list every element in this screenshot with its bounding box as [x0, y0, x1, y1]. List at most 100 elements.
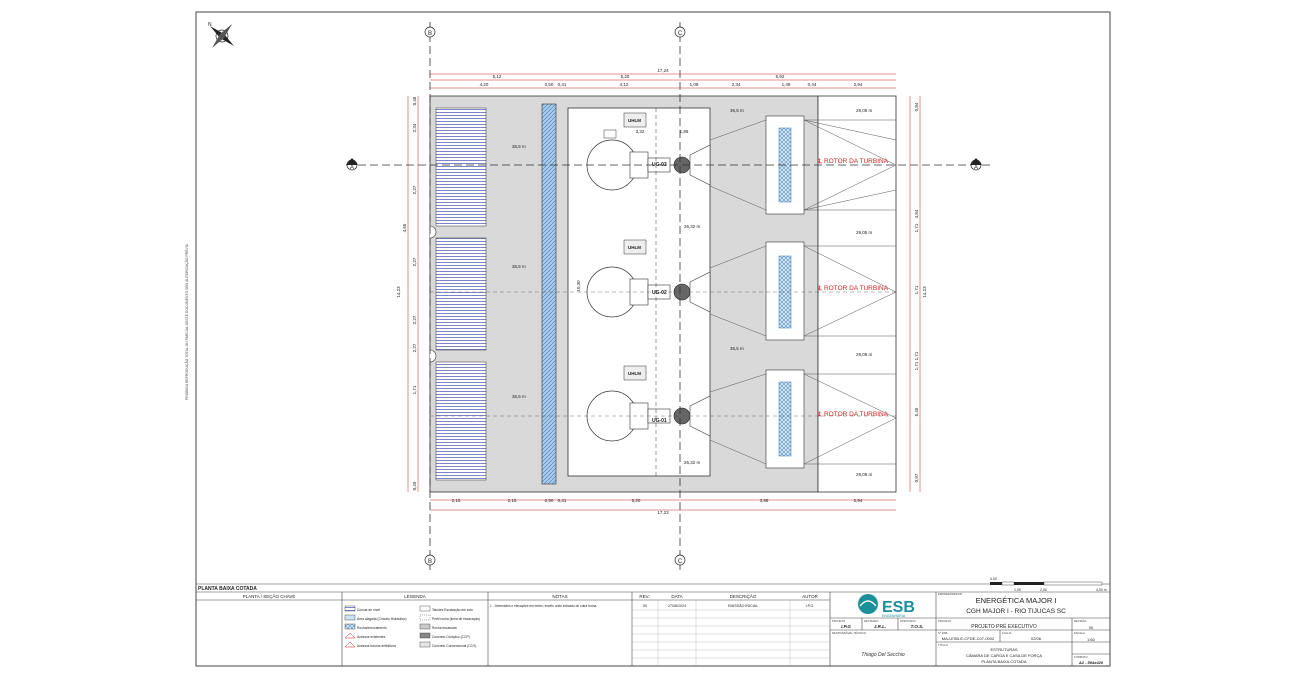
scale-tick-0: 0,00 — [990, 577, 997, 581]
dim-inner-2: 1,85 — [680, 129, 689, 134]
company-name: ESB — [882, 599, 915, 616]
dim-inner-1: 3,32 — [636, 129, 645, 134]
trash-rack — [541, 103, 557, 485]
section-marker-c-top: C — [674, 26, 686, 38]
sheet-border — [195, 11, 1111, 667]
dim-top-r2-5: 1,09 — [690, 82, 699, 87]
sign-aprovado: T.O.S. — [911, 624, 924, 629]
dim-right-6: 1,71 — [914, 361, 919, 370]
dim-left-7: 2,27 — [412, 343, 417, 352]
doc-label: Nº ESB — [938, 631, 948, 635]
legend-item-2-2: Perfil rocha (linha de escavação) — [432, 617, 480, 621]
intake-bay-1 — [435, 361, 487, 481]
dim-right-7: 5,45 — [914, 407, 919, 416]
title-line-2: CÂMARA DE CARGA E CASA DE FORÇA — [966, 653, 1042, 658]
dim-left-8: 1,71 — [412, 385, 417, 394]
section-a-label-left: A — [350, 165, 354, 171]
dim-bot-r1-4: 0,41 — [558, 498, 567, 503]
elev-tail-3: 29,05 m — [856, 352, 873, 357]
legend-item-4: Acessos existentes — [357, 635, 386, 639]
sign-revisado: J.R.L. — [874, 624, 886, 629]
legend-item-5: Acessos futuros definitivos — [357, 644, 396, 648]
dim-top-r2-9: 2,94 — [854, 82, 863, 87]
date-value: 27/08/2024 — [668, 604, 686, 608]
elev-deck-mid: 36,5 m — [730, 346, 744, 351]
sheet-label: FOLHA — [1002, 631, 1011, 635]
svg-text:N: N — [208, 22, 212, 28]
date-header: DATA — [671, 594, 682, 599]
tailrace-area — [817, 95, 897, 493]
description-header: DESCRIÇÃO — [730, 593, 757, 599]
scale-label: ESCALA — [1074, 631, 1085, 635]
dim-top-r2-4: 4,12 — [620, 82, 629, 87]
rev-header: REV.: — [639, 594, 650, 599]
uhlm-label-3: UHLM — [628, 118, 641, 123]
dim-left-1: 0,48 — [412, 96, 417, 105]
section-marker-b-bottom: B — [424, 554, 436, 566]
dim-top-r1-3: 6,92 — [776, 74, 785, 79]
dim-left-10: 14,23 — [396, 286, 401, 298]
phase-label: PROJETO — [938, 619, 952, 623]
project-name: CGH MAJOR I - RIO TIJUCAS SC — [966, 608, 1066, 615]
section-marker-a-right: A — [970, 158, 982, 171]
legend-swatches — [344, 605, 431, 648]
planta-header: PLANTA / SEÇÃO CHAVE — [243, 593, 296, 599]
client-label: EMPREENDEDOR — [938, 592, 962, 596]
side-note: PROIBIDA REPRODUÇÃO TOTAL OU PARCIAL DES… — [184, 243, 189, 400]
legend-header: LEGENDA — [404, 594, 426, 599]
dim-bot-r1-2: 2,15 — [508, 498, 517, 503]
sign-label-projeto: PROJETO — [832, 619, 846, 623]
elev-floor-upper: 26,32 m — [684, 224, 701, 229]
dim-right-5: 1,71 — [914, 351, 919, 360]
legend-item-2-1: Taludes Escavação em solo — [432, 608, 473, 612]
dim-right-4: 1,71 — [914, 285, 919, 294]
notes-header: NOTAS — [552, 594, 567, 599]
phase-value: PROJETO PRÉ EXECUTIVO — [971, 623, 1037, 630]
doc-number: MAJ-ESB-E-CFDE-C07-0002 — [942, 636, 995, 641]
dim-bot-r1-6: 3,98 — [760, 498, 769, 503]
section-marker-b-top: B — [424, 26, 436, 38]
author-header: AUTOR — [802, 594, 818, 599]
section-b-label-bottom: B — [428, 559, 432, 565]
legend-item-2-4: Concreto Ciclópico (CCP) — [432, 635, 470, 639]
section-b-label-top: B — [428, 31, 432, 37]
dim-inner-3: 10,30 — [576, 280, 581, 292]
sign-projeto: I.P.G — [841, 624, 851, 629]
elev-floor-lower: 26,32 m — [684, 460, 701, 465]
dims-top-total: 17,24 — [657, 68, 669, 73]
intake-bay-3 — [435, 107, 487, 227]
dim-top-r2-6: 2,34 — [732, 82, 741, 87]
title-label: TÍTULO — [938, 643, 949, 647]
revision-rows — [632, 600, 830, 666]
dim-right-8: 0,97 — [914, 473, 919, 482]
elev-tail-4: 29,05 m — [856, 472, 873, 477]
sign-label-revisado: REVISADO — [864, 619, 879, 623]
elev-tail-1: 29,05 m — [856, 108, 873, 113]
dim-left-2: 2,34 — [412, 123, 417, 132]
dim-top-r2-1: 4,20 — [480, 82, 489, 87]
elev-intake-1: 36,5 m — [512, 394, 526, 399]
dim-top-r2-8: 0,44 — [808, 82, 817, 87]
elev-intake-3: 36,5 m — [512, 144, 526, 149]
elev-intake-2: 36,5 m — [512, 264, 526, 269]
dim-bottom-total: 17,23 — [657, 510, 669, 515]
dim-right-2: 4,84 — [914, 209, 919, 218]
company-sub: ENGENHARIA — [882, 614, 906, 618]
scale-bar: 0,00 1,00 2,00 4,00 m — [990, 577, 1107, 592]
legend-item-2-5: Concreto Convencional (CCV) — [432, 644, 476, 648]
scale-tick-3: 4,00 m — [1096, 588, 1107, 592]
scale-value: 1:60 — [1087, 637, 1096, 642]
dimension-lines — [407, 73, 921, 511]
structure-plan — [346, 22, 990, 570]
revision-label: REVISÃO — [1074, 618, 1087, 623]
dim-top-r2-3: 0,41 — [558, 82, 567, 87]
uhlm-label-1: UHLM — [628, 371, 641, 376]
dim-right-1: 0,84 — [914, 102, 919, 111]
dim-top-r1-2: 5,20 — [621, 74, 630, 79]
title-line-1: ESTRUTURAS — [990, 647, 1017, 652]
